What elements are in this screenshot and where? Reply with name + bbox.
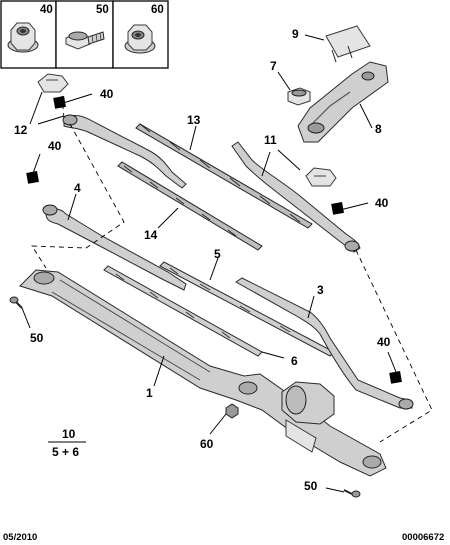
callout-13: 13 (187, 113, 201, 127)
callout-3: 3 (317, 283, 324, 297)
callout-5: 5 (214, 247, 221, 261)
wiper-arm-right (231, 141, 361, 253)
rod-5 (159, 261, 335, 357)
callout-40-b: 40 (48, 139, 62, 153)
header-label-60: 60 (151, 4, 164, 16)
nut-part-60 (225, 403, 239, 419)
callout-40-a: 40 (100, 87, 114, 101)
callout-50-a: 50 (30, 331, 44, 345)
screw-icon (65, 31, 105, 50)
footer-doc-number: 00006672 (402, 532, 444, 543)
bracket-8 (297, 61, 389, 143)
screw-part-50-bottom (343, 489, 361, 498)
callout-60: 60 (200, 437, 214, 451)
wiper-motor (281, 381, 335, 453)
legend-numerator: 10 (62, 427, 76, 441)
marker-square-40-d (389, 371, 402, 384)
callout-9: 9 (292, 27, 299, 41)
wiper-arm-4 (42, 204, 187, 291)
header-parts-panel: 40 50 60 (0, 0, 169, 69)
legend-assembly: 10 5 + 6 (48, 427, 86, 459)
marker-square-40-a (53, 96, 66, 109)
legend-denominator: 5 + 6 (52, 445, 79, 459)
callout-14: 14 (144, 228, 158, 242)
cap-12 (37, 73, 69, 93)
callout-12: 12 (14, 123, 28, 137)
leader-lines (21, 34, 397, 493)
wiper-blade-14 (117, 161, 263, 251)
cover-plate-9 (325, 25, 371, 63)
cap-7 (287, 87, 311, 106)
wiper-arm-3 (235, 277, 414, 410)
marker-square-40-c (331, 202, 344, 215)
screw-part-50-left (9, 296, 23, 309)
header-label-50: 50 (96, 4, 109, 16)
callout-8: 8 (375, 122, 382, 136)
wiper-arm-left-upper (62, 114, 187, 189)
cap-11 (305, 167, 337, 187)
footer-date: 05/2010 (3, 532, 37, 543)
callout-6: 6 (291, 354, 298, 368)
flange-nut-icon (7, 22, 39, 53)
callout-40-c: 40 (375, 196, 389, 210)
callout-50-b: 50 (304, 479, 318, 493)
wiper-linkage-1 (19, 269, 387, 477)
callout-7: 7 (270, 59, 277, 73)
wiper-blade-13 (135, 123, 313, 229)
callout-11: 11 (264, 133, 277, 147)
callout-4: 4 (74, 181, 81, 195)
callout-40-d: 40 (377, 335, 391, 349)
callout-1: 1 (146, 386, 153, 400)
header-label-40: 40 (40, 4, 53, 16)
nut-icon (124, 24, 156, 54)
marker-square-40-b (26, 171, 39, 184)
